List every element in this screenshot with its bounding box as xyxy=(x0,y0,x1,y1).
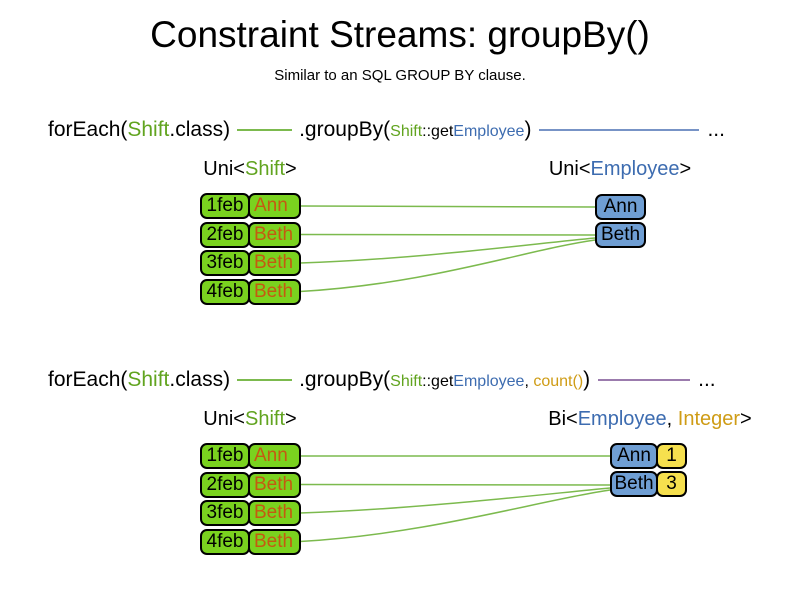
uni-shift-label-2: Uni<Shift> xyxy=(175,408,325,431)
groupby-open: .groupBy( xyxy=(299,368,391,391)
page-title: Constraint Streams: groupBy() xyxy=(150,14,650,55)
page-subtitle: Similar to an SQL GROUP BY clause. xyxy=(274,67,526,84)
shift-employee-cell: Ann xyxy=(248,193,301,219)
groupby-arg-type: Employee xyxy=(453,123,525,140)
group-employee-cell: Ann xyxy=(595,194,646,220)
shift-employee-cell: Beth xyxy=(248,471,301,498)
label-type-employee: Employee xyxy=(590,158,680,180)
label-close: > xyxy=(740,408,752,430)
shift-employee-cell: Ann xyxy=(248,443,301,469)
connector-4feb-beth xyxy=(299,239,596,293)
shift-date-cell: 4feb xyxy=(200,278,250,305)
groupby-arg-separator: , xyxy=(524,373,534,390)
shift-employee-cell: Beth xyxy=(248,278,301,305)
connector2-3feb-beth xyxy=(299,487,611,514)
foreach-close: .class) xyxy=(169,368,231,391)
group-box-beth: Beth xyxy=(595,222,646,248)
groupby-arg-class: Shift xyxy=(390,373,423,390)
shift-date-cell: 4feb xyxy=(200,528,250,555)
label-type-employee: Employee xyxy=(577,408,667,430)
shift-employee-cell: Beth xyxy=(248,221,301,248)
shift-date-cell: 1feb xyxy=(200,443,250,469)
shift-date-cell: 2feb xyxy=(200,221,250,248)
groupby-close: ) xyxy=(524,118,532,141)
groupby-arg-accessor: ::get xyxy=(422,123,454,140)
ellipsis-2: ... xyxy=(698,368,716,391)
stream-line-purple xyxy=(598,379,691,381)
groupby-arg-collector: count() xyxy=(533,373,584,390)
shift-date-cell: 1feb xyxy=(200,193,250,219)
connector2-2feb-beth xyxy=(299,483,611,486)
stream-line-green xyxy=(237,379,293,381)
label-open: Bi< xyxy=(548,408,578,430)
groupby-arg-class: Shift xyxy=(390,123,423,140)
group-box-ann: Ann xyxy=(595,194,646,220)
groupby-arg-accessor: ::get xyxy=(422,373,454,390)
label-open: Uni< xyxy=(548,158,591,180)
shift-employee-cell: Beth xyxy=(248,528,301,555)
uni-shift-label-1: Uni<Shift> xyxy=(175,158,325,181)
label-type-integer: Integer xyxy=(677,408,741,430)
label-open: Uni< xyxy=(203,408,245,430)
foreach-open: forEach( xyxy=(48,118,128,141)
label-close: > xyxy=(285,158,297,180)
uni-employee-label: Uni<Employee> xyxy=(520,158,720,181)
group-employee-cell: Ann xyxy=(610,443,658,469)
group-employee-cell: Beth xyxy=(610,471,658,497)
group-employee-cell: Beth xyxy=(595,222,646,248)
group-count-cell: 3 xyxy=(656,471,687,497)
connector-1feb-ann xyxy=(299,205,596,208)
label-close: > xyxy=(679,158,692,180)
groupby-close: ) xyxy=(583,368,591,391)
stream-line-blue xyxy=(539,129,700,131)
connector-3feb-beth xyxy=(299,237,596,264)
group-count-cell: 1 xyxy=(656,443,687,469)
bi-employee-integer-label: Bi<Employee, Integer> xyxy=(520,408,780,431)
shift-date-cell: 3feb xyxy=(200,250,250,276)
connector2-4feb-beth xyxy=(299,489,611,543)
foreach-open: forEach( xyxy=(48,368,128,391)
connector-2feb-beth xyxy=(299,233,596,236)
label-close: > xyxy=(285,408,297,430)
foreach-close: .class) xyxy=(169,118,231,141)
shift-employee-cell: Beth xyxy=(248,250,301,276)
label-open: Uni< xyxy=(203,158,245,180)
groupby-arg-type: Employee xyxy=(453,373,525,390)
label-separator: , xyxy=(666,408,678,430)
shift-date-cell: 3feb xyxy=(200,500,250,526)
shift-date-cell: 2feb xyxy=(200,471,250,498)
groupby-open: .groupBy( xyxy=(299,118,391,141)
label-type-shift: Shift xyxy=(244,408,286,430)
shift-employee-cell: Beth xyxy=(248,500,301,526)
label-type-shift: Shift xyxy=(244,158,286,180)
foreach-class-shift: Shift xyxy=(127,118,170,141)
ellipsis-1: ... xyxy=(707,118,725,141)
stream-line-green xyxy=(237,129,293,131)
foreach-class-shift: Shift xyxy=(127,368,170,391)
